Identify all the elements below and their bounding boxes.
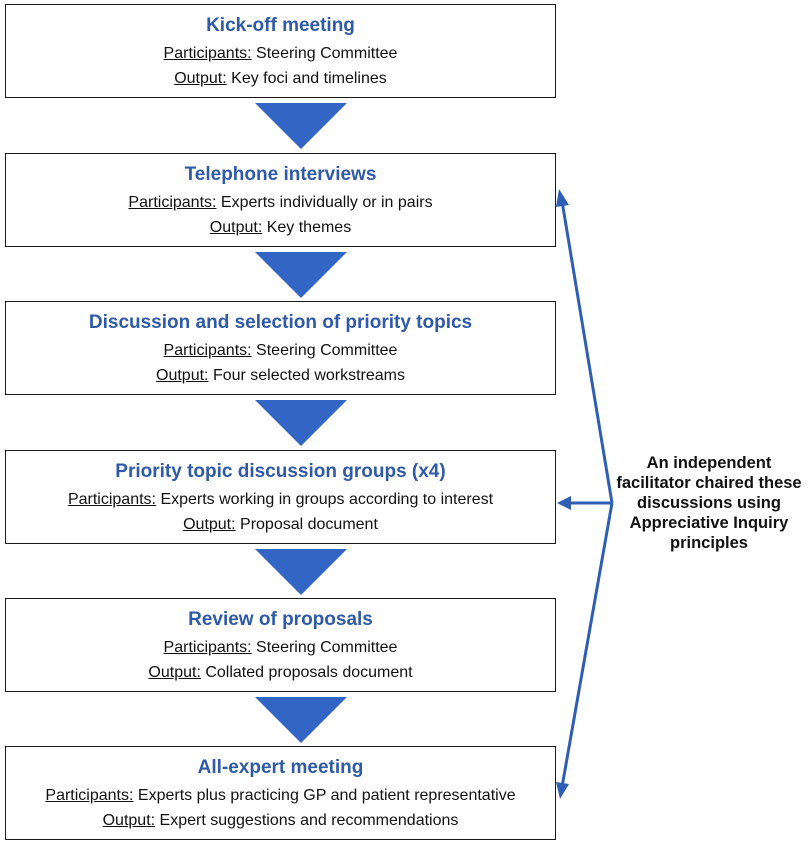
participants-label: Participants: [67, 491, 156, 508]
output-label: Output: [183, 516, 236, 533]
participants-label: Participants: [163, 45, 252, 62]
step-output: Output: Four selected workstreams [6, 363, 555, 388]
output-value: Expert suggestions and recommendations [159, 812, 459, 829]
connector-line-to-all-expert-meeting [560, 502, 614, 788]
connector-line-to-telephone-interviews [560, 200, 614, 504]
step-title: Review of proposals [188, 609, 373, 630]
output-value: Key themes [266, 219, 352, 236]
output-value: Key foci and timelines [231, 70, 387, 87]
participants-value: Steering Committee [256, 342, 398, 359]
arrowhead-icon [556, 189, 569, 207]
output-label: Output: [102, 812, 156, 829]
participants-label: Participants: [45, 787, 134, 804]
step-output: Output: Proposal document [6, 512, 555, 537]
step-all-expert-meeting: All-expert meeting Participants: Experts… [5, 746, 556, 840]
output-label: Output: [174, 70, 227, 87]
output-label: Output: [209, 219, 263, 236]
step-discussion-selection: Discussion and selection of priority top… [5, 301, 556, 395]
step-review-of-proposals: Review of proposals Participants: Steeri… [5, 598, 556, 692]
flow-arrow-down [255, 697, 347, 743]
step-participants: Participants: Steering Committee [6, 635, 555, 660]
flow-arrow-down [255, 103, 347, 149]
step-output: Output: Key foci and timelines [6, 66, 555, 91]
flow-arrow-down [255, 252, 347, 298]
participants-value: Experts working in groups according to i… [160, 491, 494, 508]
flow-arrow-down [255, 549, 347, 595]
participants-value: Steering Committee [256, 45, 398, 62]
step-participants: Participants: Experts plus practicing GP… [6, 783, 555, 808]
participants-label: Participants: [163, 639, 252, 656]
step-participants: Participants: Steering Committee [6, 41, 555, 66]
participants-value: Steering Committee [256, 639, 398, 656]
step-priority-topic-groups: Priority topic discussion groups (x4) Pa… [5, 450, 556, 544]
output-label: Output: [156, 367, 209, 384]
output-value: Collated proposals document [205, 664, 413, 681]
step-participants: Participants: Experts individually or in… [6, 190, 555, 215]
step-participants: Participants: Steering Committee [6, 338, 555, 363]
step-telephone-interviews: Telephone interviews Participants: Exper… [5, 153, 556, 247]
participants-value: Experts plus practicing GP and patient r… [137, 787, 516, 804]
step-title: Kick-off meeting [206, 15, 355, 36]
step-kickoff-meeting: Kick-off meeting Participants: Steering … [5, 4, 556, 98]
step-title: Discussion and selection of priority top… [88, 312, 473, 333]
arrowhead-icon [556, 782, 569, 799]
participants-label: Participants: [128, 194, 217, 211]
participants-value: Experts individually or in pairs [220, 194, 433, 211]
participants-label: Participants: [163, 342, 252, 359]
step-title: Priority topic discussion groups (x4) [115, 461, 446, 482]
step-output: Output: Key themes [6, 215, 555, 240]
facilitator-note: An independent facilitator chaired these… [616, 454, 802, 552]
arrowhead-icon [557, 496, 571, 510]
step-output: Output: Expert suggestions and recommend… [6, 808, 555, 833]
output-value: Four selected workstreams [212, 367, 405, 384]
step-participants: Participants: Experts working in groups … [6, 487, 555, 512]
flow-arrow-down [255, 400, 347, 446]
step-title: All-expert meeting [197, 757, 364, 778]
step-title: Telephone interviews [184, 164, 377, 185]
output-label: Output: [148, 664, 201, 681]
step-output: Output: Collated proposals document [6, 660, 555, 685]
output-value: Proposal document [240, 516, 378, 533]
